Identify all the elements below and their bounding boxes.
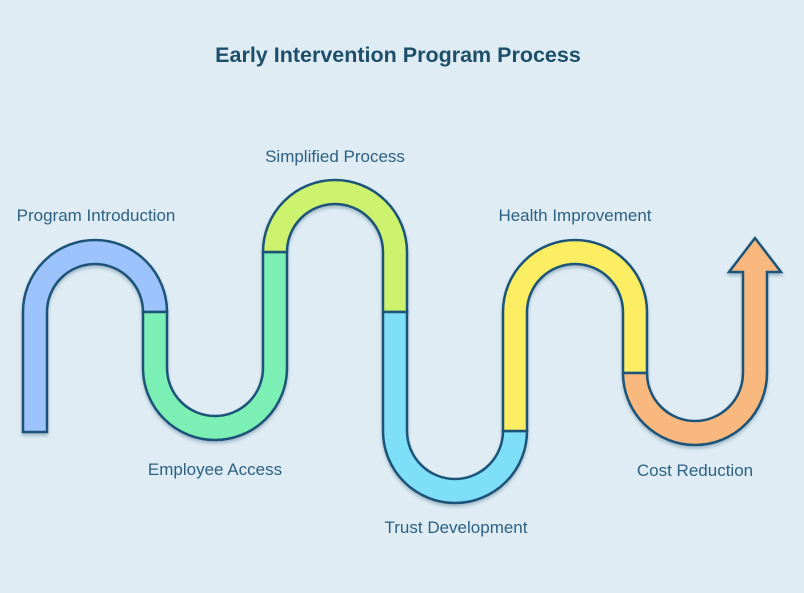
- stage-label-program-introduction: Program Introduction: [17, 206, 176, 225]
- diagram-title: Early Intervention Program Process: [215, 43, 581, 67]
- stage-label-employee-access: Employee Access: [148, 460, 282, 479]
- stage-label-trust-development: Trust Development: [385, 518, 528, 537]
- stage-segment-cost-reduction-arrow: [621, 235, 784, 447]
- stage-segment-simplified-process: [261, 178, 409, 314]
- stage-segment-trust-development: [381, 310, 529, 505]
- stage-segment-employee-access: [141, 250, 289, 442]
- stage-label-simplified-process: Simplified Process: [265, 147, 405, 166]
- stage-segment-program-introduction: [21, 238, 169, 434]
- stage-segment-health-improvement: [501, 238, 649, 433]
- stage-label-health-improvement: Health Improvement: [498, 206, 651, 225]
- stage-label-cost-reduction: Cost Reduction: [637, 461, 753, 480]
